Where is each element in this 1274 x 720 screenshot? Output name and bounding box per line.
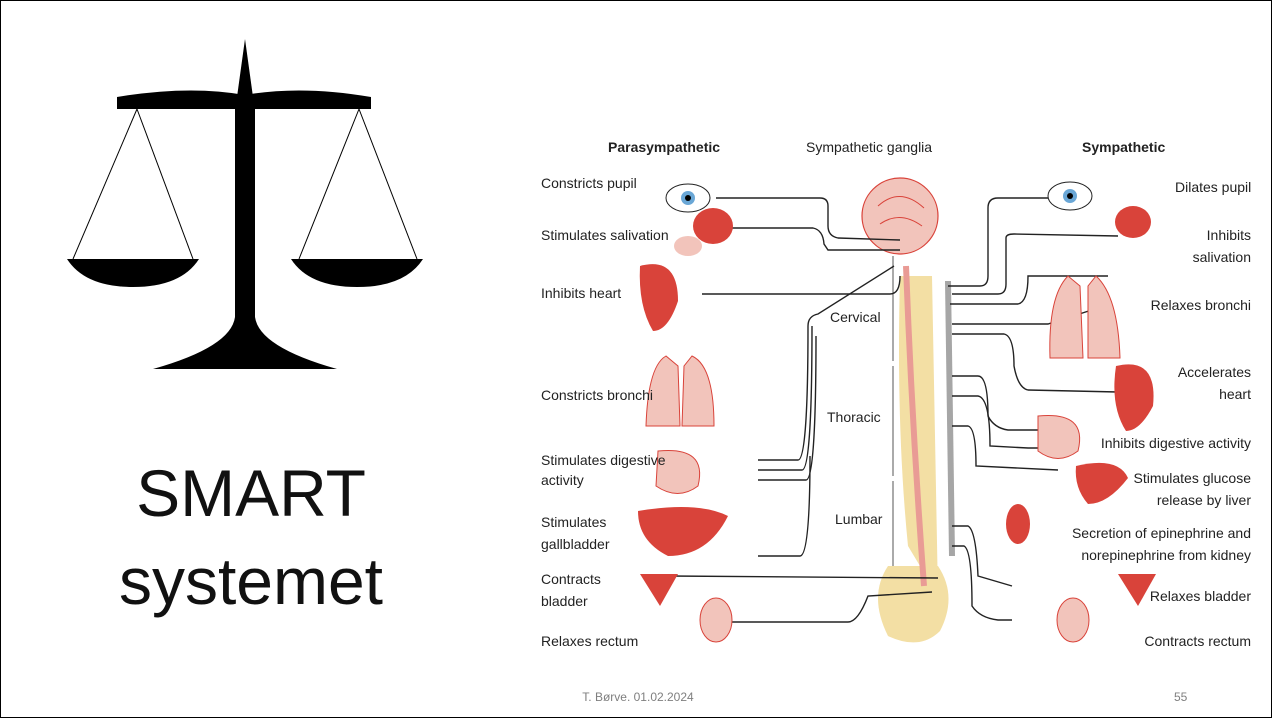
label-stimulates-glucose: Stimulates glucose <box>1133 470 1251 486</box>
label-activity: activity <box>541 472 584 488</box>
label-stimulates-digestive: Stimulates digestive <box>541 452 666 468</box>
label-contracts-rectum: Contracts rectum <box>1144 633 1251 649</box>
kidney-icon <box>1006 504 1030 544</box>
page-number: 55 <box>1174 690 1187 704</box>
liver-icon <box>1076 463 1128 504</box>
label-constricts-pupil: Constricts pupil <box>541 175 637 191</box>
sympathetic-ganglia-chain <box>948 281 952 556</box>
label-heart: heart <box>1219 386 1251 402</box>
rectum-icon <box>1057 598 1089 642</box>
label-bladder: bladder <box>541 593 588 609</box>
label-relaxes-bronchi: Relaxes bronchi <box>1151 297 1251 313</box>
label-release-by-liver: release by liver <box>1157 492 1251 508</box>
label-inhibits-digestive: Inhibits digestive activity <box>1101 435 1251 451</box>
label-relaxes-rectum: Relaxes rectum <box>541 633 638 649</box>
label-dilates-pupil: Dilates pupil <box>1175 179 1251 195</box>
title-line-1: SMART <box>41 449 461 537</box>
autonomic-nervous-system-diagram: Parasympathetic Sympathetic ganglia Symp… <box>528 126 1258 661</box>
label-stimulates-salivation: Stimulates salivation <box>541 227 669 243</box>
heart-icon <box>1114 364 1153 431</box>
header-sympathetic-ganglia: Sympathetic ganglia <box>806 139 932 155</box>
heart-icon <box>640 264 678 331</box>
region-thoracic: Thoracic <box>827 409 881 425</box>
footer-author: T. Børve. 01.02.2024 <box>1 690 1274 704</box>
sympathetic-organs <box>1006 182 1156 642</box>
label-norepinephrine-kidney: norepinephrine from kidney <box>1081 547 1251 563</box>
slide-title: SMART systemet <box>41 449 461 625</box>
salivary-gland-icon <box>693 208 733 244</box>
label-accelerates: Accelerates <box>1178 364 1251 380</box>
label-contracts: Contracts <box>541 571 601 587</box>
balance-scale-icon <box>61 37 429 375</box>
label-inhibits: Inhibits <box>1207 227 1251 243</box>
parasympathetic-organs <box>638 184 733 642</box>
bladder-icon <box>640 574 678 606</box>
stomach-icon <box>1038 415 1080 458</box>
brain-icon <box>862 178 938 254</box>
lung-right-icon <box>682 356 714 426</box>
label-relaxes-bladder: Relaxes bladder <box>1150 588 1252 604</box>
lung-right-icon <box>1088 276 1120 358</box>
salivary-gland-icon <box>1115 206 1151 238</box>
label-constricts-bronchi: Constricts bronchi <box>541 387 653 403</box>
label-salivation: salivation <box>1193 249 1251 265</box>
label-inhibits-heart: Inhibits heart <box>541 285 621 301</box>
header-parasympathetic: Parasympathetic <box>608 139 720 155</box>
label-stimulates: Stimulates <box>541 514 606 530</box>
region-lumbar: Lumbar <box>835 511 883 527</box>
lung-left-icon <box>1050 276 1083 358</box>
title-line-2: systemet <box>41 537 461 625</box>
header-sympathetic: Sympathetic <box>1082 139 1165 155</box>
region-cervical: Cervical <box>830 309 881 325</box>
rectum-icon <box>700 598 732 642</box>
liver-icon <box>638 507 728 556</box>
label-secretion-epinephrine: Secretion of epinephrine and <box>1072 525 1251 541</box>
label-gallbladder: gallbladder <box>541 536 610 552</box>
